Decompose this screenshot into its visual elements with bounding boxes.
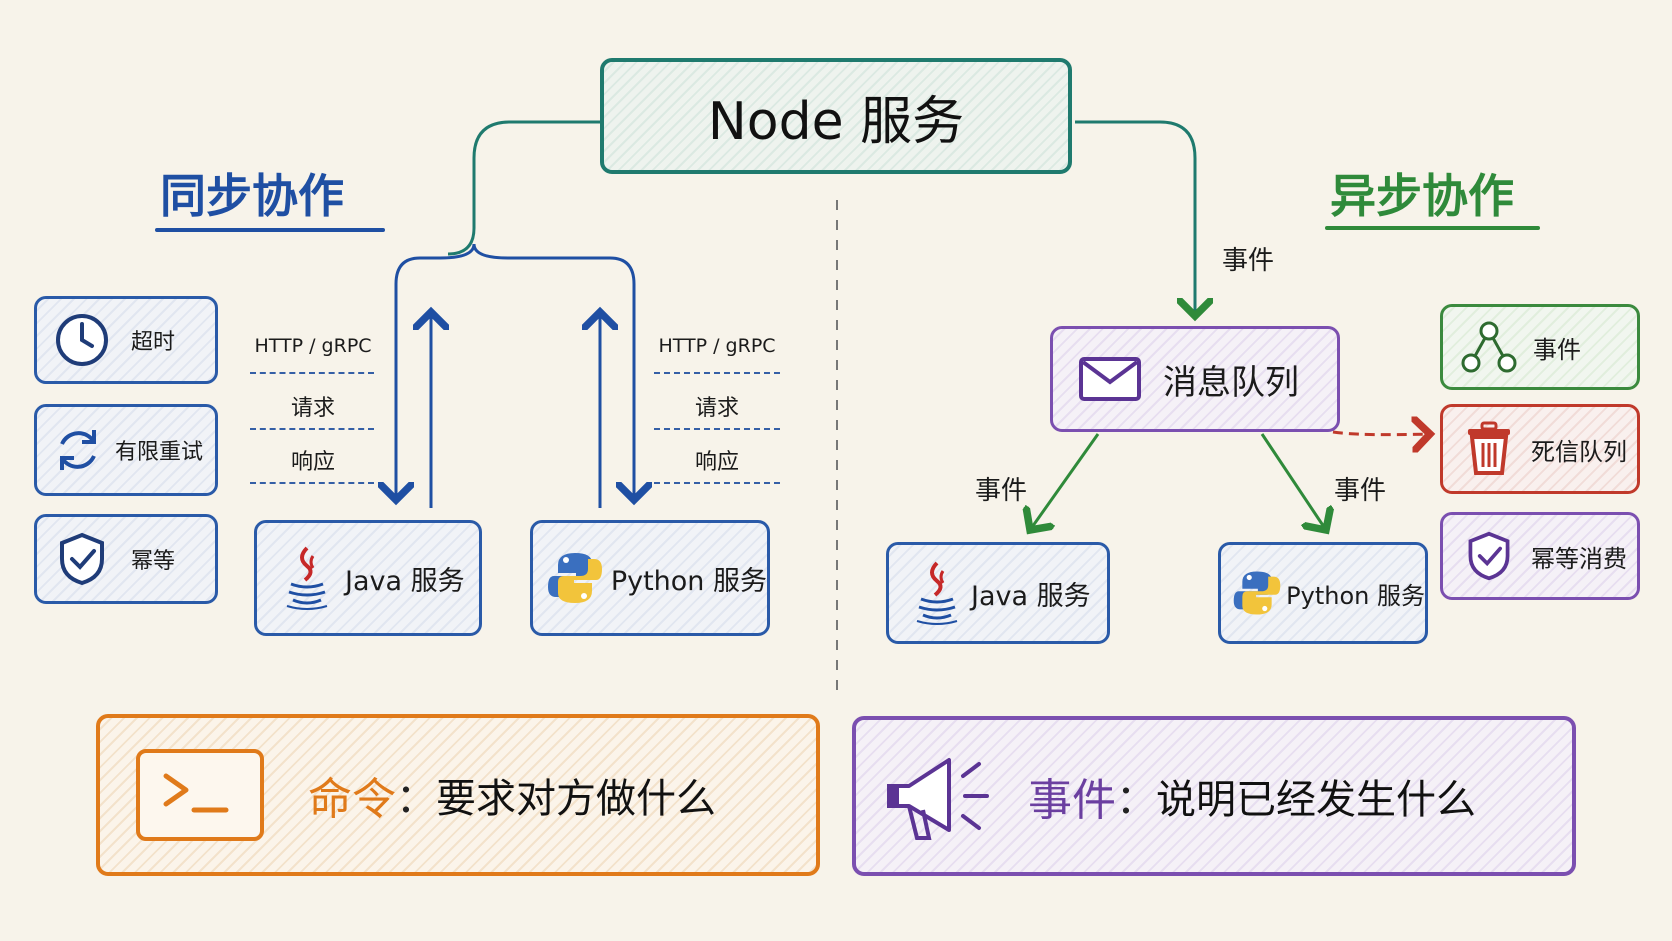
sync-java-label: Java 服务 — [345, 565, 465, 597]
feature-idempotent: 幂等 — [34, 514, 218, 604]
feature-idempotent-label: 幂等 — [131, 549, 176, 574]
terminal-icon — [136, 749, 264, 841]
command-colon: ： — [396, 776, 436, 822]
side-event-label: 事件 — [1533, 335, 1581, 364]
async-python-service: Python 服务 — [1218, 542, 1428, 644]
right-protocol-label: HTTP / gRPC — [658, 335, 776, 357]
feature-timeout-label: 超时 — [131, 330, 176, 355]
node-service-label: Node 服务 — [707, 91, 965, 152]
event-colon: ： — [1116, 777, 1156, 823]
feature-timeout: 超时 — [34, 296, 218, 384]
dead-letter-label: 死信队列 — [1531, 437, 1627, 466]
async-title-underline — [1325, 226, 1540, 230]
left-proto-divider-3 — [250, 482, 374, 484]
left-request-label: 请求 — [290, 396, 335, 421]
trash-icon — [1457, 421, 1521, 477]
left-protocol-label: HTTP / gRPC — [254, 335, 372, 357]
left-response-label: 响应 — [290, 450, 335, 475]
retry-icon — [43, 422, 113, 478]
sync-python-service: Python 服务 — [530, 520, 770, 636]
feature-retry-label: 有限重试 — [115, 440, 204, 465]
python-icon — [545, 549, 605, 607]
sync-to-java-line — [396, 243, 476, 500]
async-java-label: Java 服务 — [971, 580, 1091, 612]
event-nodes-icon — [1457, 320, 1521, 374]
envelope-icon — [1075, 356, 1145, 402]
feature-retry: 有限重试 — [34, 404, 218, 496]
message-queue-box: 消息队列 — [1050, 326, 1340, 432]
queue-to-java-line — [1030, 433, 1100, 530]
right-proto-divider-2 — [654, 428, 780, 430]
command-text: 要求对方做什么 — [436, 776, 716, 822]
async-title: 异步协作 — [1330, 169, 1514, 223]
java-icon — [907, 559, 967, 627]
node-to-sync-line — [447, 120, 600, 256]
java-icon — [275, 544, 339, 612]
python-icon — [1231, 568, 1282, 618]
shield-check-icon — [47, 531, 117, 587]
async-java-service: Java 服务 — [886, 542, 1110, 644]
message-queue-label: 消息队列 — [1163, 362, 1299, 403]
left-proto-divider-2 — [250, 428, 374, 430]
sync-to-python-line — [472, 243, 634, 500]
right-request-label: 请求 — [694, 396, 739, 421]
left-proto-divider-1 — [250, 372, 374, 374]
dead-letter-box: 死信队列 — [1440, 404, 1640, 494]
event-keyword: 事件 — [1028, 775, 1116, 826]
queue-to-python-line — [1260, 433, 1326, 530]
sync-java-service: Java 服务 — [254, 520, 482, 636]
megaphone-icon — [880, 746, 1010, 846]
right-proto-divider-1 — [654, 372, 780, 374]
side-event-box: 事件 — [1440, 304, 1640, 390]
right-response-label: 响应 — [694, 450, 739, 475]
command-box: 命令 ： 要求对方做什么 — [96, 714, 820, 876]
node-to-queue-line — [1075, 120, 1195, 316]
async-top-event-label: 事件 — [1222, 246, 1275, 276]
idempotent-consume-label: 幂等消费 — [1531, 544, 1627, 573]
sync-python-label: Python 服务 — [610, 565, 767, 597]
sync-title-underline — [155, 228, 385, 232]
sync-title: 同步协作 — [160, 169, 344, 223]
clock-icon — [47, 312, 117, 368]
queue-to-deadletter-line — [1332, 432, 1430, 435]
event-box: 事件 ： 说明已经发生什么 — [852, 716, 1576, 876]
async-right-event-label: 事件 — [1334, 476, 1387, 506]
command-keyword: 命令 — [308, 774, 396, 825]
event-text: 说明已经发生什么 — [1156, 777, 1476, 823]
node-service-box: Node 服务 — [600, 58, 1072, 174]
async-left-event-label: 事件 — [975, 476, 1028, 506]
async-python-label: Python 服务 — [1286, 581, 1425, 610]
idempotent-consume-box: 幂等消费 — [1440, 512, 1640, 600]
shield-check-icon — [1457, 528, 1521, 584]
right-proto-divider-3 — [654, 482, 780, 484]
